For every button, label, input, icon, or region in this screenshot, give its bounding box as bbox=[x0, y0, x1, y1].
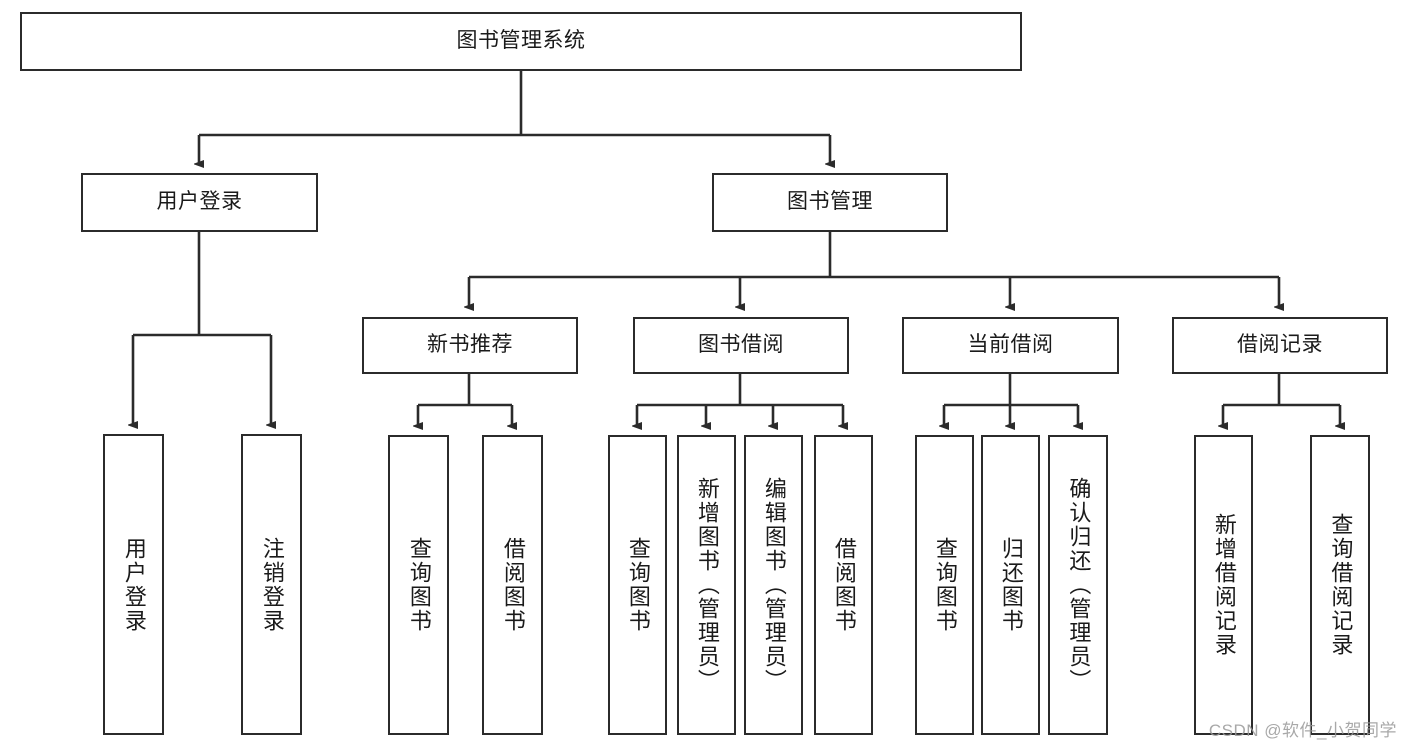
node-leaf-user-login[interactable]: 用户登录 bbox=[103, 434, 164, 735]
csdn-watermark: CSDN @软件_小贺同学 bbox=[1208, 721, 1397, 740]
node-leaf-edit-book-admin[interactable]: 编辑图书（管理员） bbox=[744, 435, 803, 735]
node-leaf-return-book-label: 归还图书 bbox=[998, 537, 1024, 633]
node-leaf-query-book-borrow[interactable]: 查询图书 bbox=[608, 435, 667, 735]
node-leaf-query-book-current[interactable]: 查询图书 bbox=[915, 435, 974, 735]
node-book-borrow[interactable]: 图书借阅 bbox=[633, 317, 849, 374]
node-user-login-label: 用户登录 bbox=[156, 190, 243, 214]
node-leaf-borrow-book-recommend-label: 借阅图书 bbox=[500, 537, 526, 633]
node-leaf-confirm-return-admin-label: 确认归还（管理员） bbox=[1066, 477, 1092, 693]
node-user-login[interactable]: 用户登录 bbox=[81, 173, 318, 232]
node-leaf-edit-book-admin-label: 编辑图书（管理员） bbox=[761, 477, 787, 693]
node-book-management-label: 图书管理 bbox=[787, 190, 873, 214]
node-leaf-query-book-recommend[interactable]: 查询图书 bbox=[388, 435, 449, 735]
node-book-management[interactable]: 图书管理 bbox=[712, 173, 948, 232]
node-borrow-record[interactable]: 借阅记录 bbox=[1172, 317, 1388, 374]
node-borrow-record-label: 借阅记录 bbox=[1237, 333, 1323, 357]
node-current-borrow[interactable]: 当前借阅 bbox=[902, 317, 1119, 374]
node-leaf-query-borrow-record[interactable]: 查询借阅记录 bbox=[1310, 435, 1370, 735]
node-root-book-management-system[interactable]: 图书管理系统 bbox=[20, 12, 1022, 71]
node-leaf-borrow-book[interactable]: 借阅图书 bbox=[814, 435, 873, 735]
node-leaf-borrow-book-recommend[interactable]: 借阅图书 bbox=[482, 435, 543, 735]
node-leaf-add-book-admin-label: 新增图书（管理员） bbox=[694, 477, 720, 693]
node-leaf-query-borrow-record-label: 查询借阅记录 bbox=[1328, 513, 1354, 657]
node-leaf-add-borrow-record-label: 新增借阅记录 bbox=[1211, 513, 1237, 657]
node-root-label: 图书管理系统 bbox=[456, 29, 586, 53]
node-leaf-add-borrow-record[interactable]: 新增借阅记录 bbox=[1194, 435, 1253, 735]
node-new-book-recommend[interactable]: 新书推荐 bbox=[362, 317, 578, 374]
node-leaf-user-login-label: 用户登录 bbox=[121, 536, 147, 633]
node-book-borrow-label: 图书借阅 bbox=[698, 333, 784, 357]
node-new-book-recommend-label: 新书推荐 bbox=[427, 333, 513, 357]
node-leaf-query-book-recommend-label: 查询图书 bbox=[406, 537, 432, 633]
node-leaf-add-book-admin[interactable]: 新增图书（管理员） bbox=[677, 435, 736, 735]
node-leaf-borrow-book-label: 借阅图书 bbox=[831, 537, 857, 633]
node-leaf-query-book-borrow-label: 查询图书 bbox=[625, 537, 651, 633]
node-current-borrow-label: 当前借阅 bbox=[967, 333, 1054, 357]
node-leaf-confirm-return-admin[interactable]: 确认归还（管理员） bbox=[1048, 435, 1108, 735]
node-leaf-return-book[interactable]: 归还图书 bbox=[981, 435, 1040, 735]
node-leaf-logout-label: 注销登录 bbox=[259, 536, 285, 633]
node-leaf-query-book-current-label: 查询图书 bbox=[932, 537, 958, 633]
node-leaf-logout[interactable]: 注销登录 bbox=[241, 434, 302, 735]
